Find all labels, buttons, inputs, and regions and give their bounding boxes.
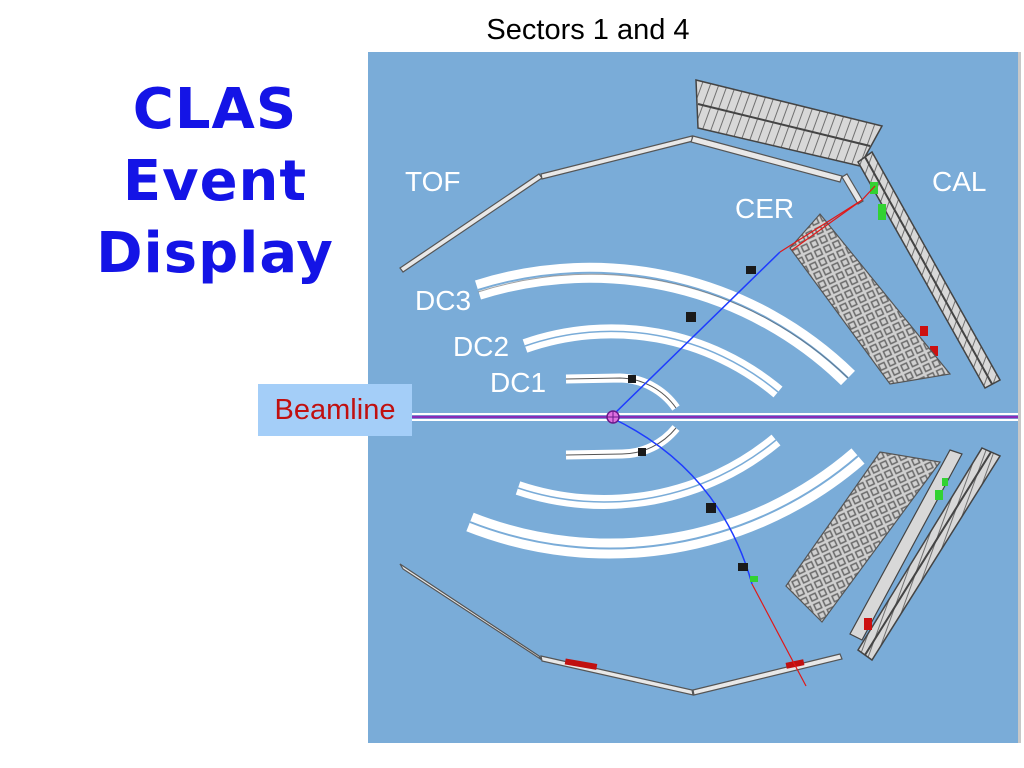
- title-line-3: Display: [96, 221, 334, 286]
- tof-lower: [399, 563, 843, 696]
- calorimeter-lower: [849, 447, 1002, 662]
- label-dc1: DC1: [490, 367, 547, 398]
- beamline: [412, 413, 1018, 421]
- hit-markers: [628, 266, 758, 582]
- particle-track-lower: [611, 417, 807, 687]
- label-cal: CAL: [932, 166, 987, 197]
- label-dc3: DC3: [415, 285, 472, 316]
- title-line-2: Event: [122, 149, 308, 214]
- cherenkov-upper: [789, 213, 952, 385]
- cherenkov-lower: [785, 451, 942, 623]
- dc3-chamber: [466, 262, 865, 559]
- sectors-caption: Sectors 1 and 4: [486, 14, 690, 46]
- event-display-panel: [368, 52, 1018, 743]
- vertex-marker: [606, 410, 620, 424]
- panel-scroll-edge: [1018, 52, 1021, 743]
- dc2-chamber: [515, 324, 783, 509]
- title-line-1: CLAS: [132, 77, 298, 142]
- dc1-chamber: [565, 373, 680, 460]
- label-tof: TOF: [405, 166, 461, 197]
- slide-title: CLAS Event Display: [60, 74, 370, 290]
- particle-track-upper: [611, 185, 876, 417]
- label-cer: CER: [735, 193, 795, 224]
- beamline-label: Beamline: [258, 384, 412, 436]
- calorimeter-upper: [695, 79, 1002, 390]
- tof-upper: [399, 135, 864, 273]
- label-dc2: DC2: [453, 331, 510, 362]
